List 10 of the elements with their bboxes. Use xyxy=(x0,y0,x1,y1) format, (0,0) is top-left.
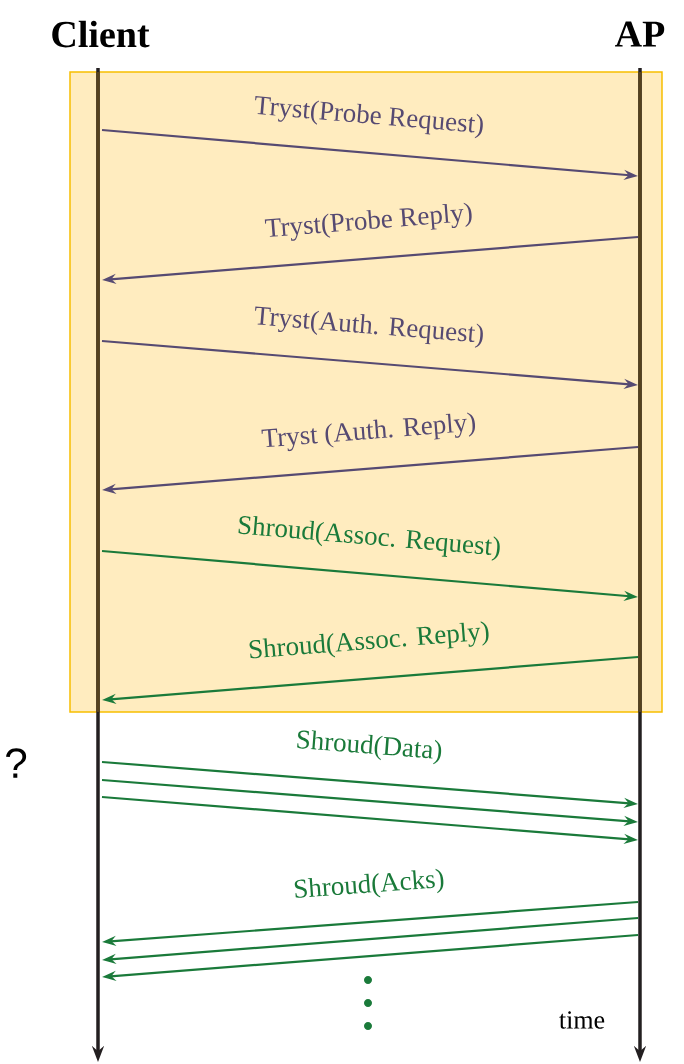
edge-label: Tryst(Probe Request) xyxy=(255,96,483,139)
edge-label: Tryst (Auth. Reply) xyxy=(261,412,476,452)
lifeline-header: AP xyxy=(615,21,665,47)
edge-label: Shroud(Assoc. Request) xyxy=(238,515,500,561)
edge-label: Shroud(Data) xyxy=(297,730,442,765)
edge-label: Shroud(Assoc. Reply) xyxy=(249,621,489,659)
edge-label: Tryst(Auth. Request) xyxy=(255,306,483,348)
edge-label: Tryst(Probe Reply) xyxy=(264,202,472,241)
lifeline-header: Client xyxy=(52,20,150,48)
edge-label: Shroud(Acks) xyxy=(294,868,444,898)
